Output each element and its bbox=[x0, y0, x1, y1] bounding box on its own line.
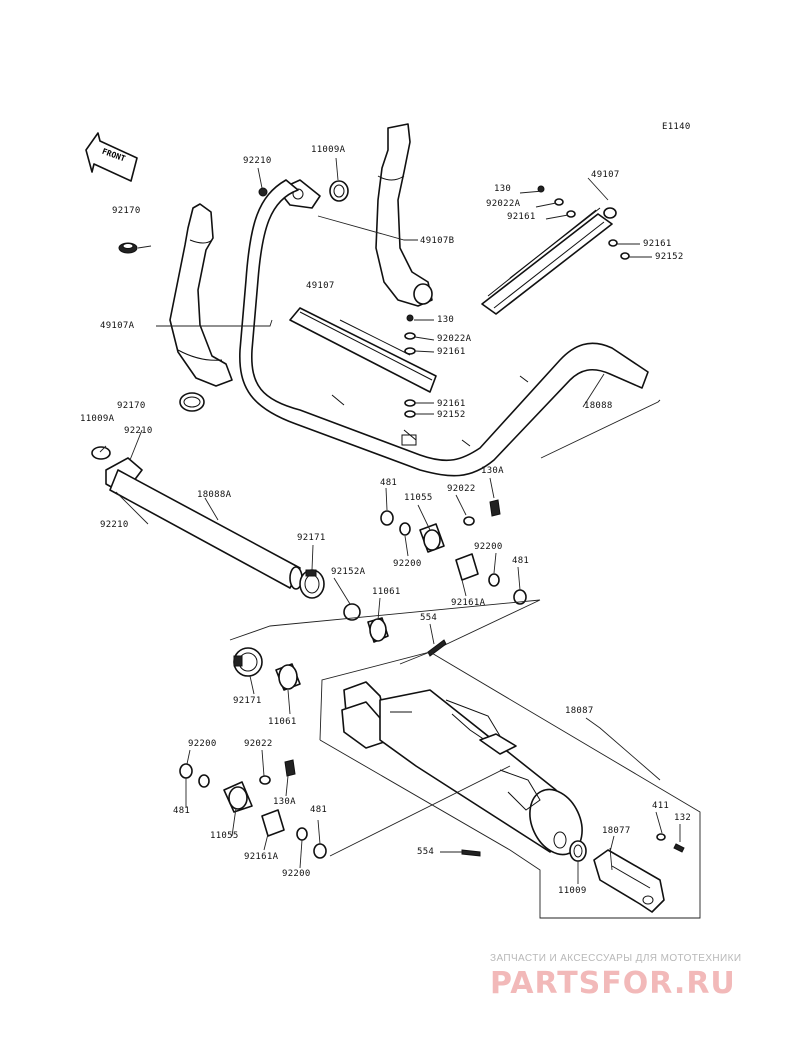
part-label: 92022A bbox=[437, 334, 472, 344]
part-label: 11009 bbox=[558, 886, 587, 896]
part-label: 92161 bbox=[507, 212, 536, 222]
part-label: 49107 bbox=[306, 281, 335, 291]
part-label: 481 bbox=[380, 478, 398, 488]
part-label: 132 bbox=[674, 813, 692, 823]
exhaust-pipe-49107a bbox=[169, 203, 233, 412]
hardware-411-132 bbox=[656, 833, 685, 853]
part-label: 18088 bbox=[584, 401, 613, 411]
part-label: 92022 bbox=[244, 739, 273, 749]
connector-11061-lower bbox=[275, 663, 301, 691]
part-label: 92161A bbox=[244, 852, 279, 862]
watermark-tagline: ЗАПЧАСТИ И АКСЕССУАРЫ ДЛЯ МОТОТЕХНИКИ bbox=[490, 953, 742, 964]
tail-pipe-18077 bbox=[569, 840, 665, 913]
part-label: 11061 bbox=[268, 717, 297, 727]
part-label: 92152 bbox=[437, 410, 466, 420]
exhaust-pipe-18088a bbox=[91, 446, 303, 590]
hardware-right-top bbox=[537, 185, 630, 260]
leader-lines bbox=[99, 157, 681, 884]
part-label: 411 bbox=[652, 801, 670, 811]
part-label: 18087 bbox=[565, 706, 594, 716]
part-label: 92152A bbox=[331, 567, 366, 577]
exhaust-pipe-49107-main bbox=[239, 179, 649, 477]
part-label: 92171 bbox=[297, 533, 326, 543]
part-label: 11055 bbox=[404, 493, 433, 503]
part-label: 18088A bbox=[197, 490, 232, 500]
part-label: 92022 bbox=[447, 484, 476, 494]
part-label: 481 bbox=[173, 806, 191, 816]
part-label: 11009A bbox=[311, 145, 346, 155]
part-label: 92022A bbox=[486, 199, 521, 209]
mount-group-upper bbox=[380, 499, 527, 605]
clamp-92171-upper bbox=[299, 569, 325, 599]
heat-guard-center bbox=[289, 307, 437, 393]
part-label: 92170 bbox=[117, 401, 146, 411]
part-label: 49107B bbox=[420, 236, 455, 246]
bolt-554-upper bbox=[427, 639, 447, 657]
clamp-92171-lower bbox=[233, 647, 263, 677]
bolt-554-lower bbox=[461, 849, 481, 857]
heat-guard-right bbox=[481, 207, 617, 315]
part-label: 92200 bbox=[282, 869, 311, 879]
muffler-18087 bbox=[341, 681, 583, 856]
front-arrow-icon: FRONT bbox=[85, 132, 138, 182]
part-label: 554 bbox=[420, 613, 438, 623]
part-label: 92170 bbox=[112, 206, 141, 216]
part-label: 130A bbox=[273, 797, 296, 807]
watermark-logo: PARTSFOR.RU bbox=[490, 966, 736, 1001]
part-label: 130A bbox=[481, 466, 504, 476]
part-label: 92210 bbox=[100, 520, 129, 530]
part-label: 92161 bbox=[437, 347, 466, 357]
part-label: 92161A bbox=[451, 598, 486, 608]
part-label: 11055 bbox=[210, 831, 239, 841]
diagram-code: E1140 bbox=[662, 122, 691, 132]
mount-group-lower bbox=[179, 759, 327, 859]
exhaust-pipe-49107b bbox=[375, 123, 433, 307]
part-label: 130 bbox=[494, 184, 512, 194]
part-label: 18077 bbox=[602, 826, 631, 836]
part-label: 92210 bbox=[124, 426, 153, 436]
part-label: 92161 bbox=[643, 239, 672, 249]
part-label: 481 bbox=[310, 805, 328, 815]
part-label: 92152 bbox=[655, 252, 684, 262]
part-label: 92210 bbox=[243, 156, 272, 166]
part-label: 92200 bbox=[188, 739, 217, 749]
part-label: 11061 bbox=[372, 587, 401, 597]
part-label: 92200 bbox=[474, 542, 503, 552]
part-label: 49107 bbox=[591, 170, 620, 180]
gasket-11009a-top bbox=[329, 180, 349, 202]
part-label: 130 bbox=[437, 315, 455, 325]
connector-11061-upper bbox=[343, 603, 389, 643]
part-label: 92200 bbox=[393, 559, 422, 569]
hardware-center bbox=[401, 314, 417, 446]
part-label: 481 bbox=[512, 556, 530, 566]
part-label: 11009A bbox=[80, 414, 115, 424]
nut-92170-top bbox=[118, 242, 138, 254]
part-label: 554 bbox=[417, 847, 435, 857]
part-label: 92171 bbox=[233, 696, 262, 706]
part-label: 49107A bbox=[100, 321, 135, 331]
part-label: 92161 bbox=[437, 399, 466, 409]
